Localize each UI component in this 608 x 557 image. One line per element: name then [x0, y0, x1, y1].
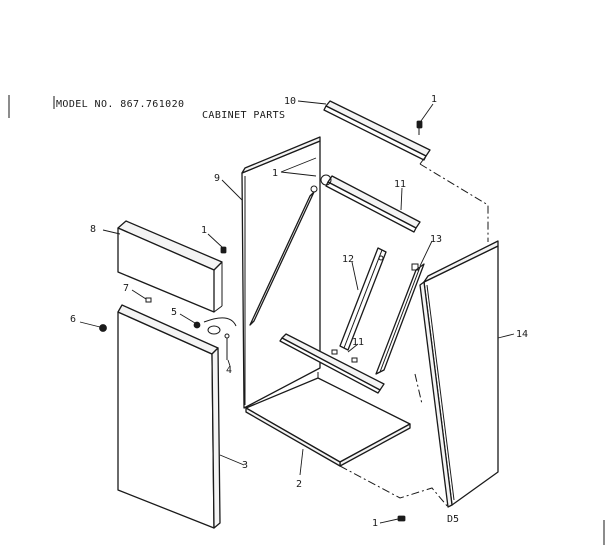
part-9-back-panel [241, 136, 321, 409]
part-2-base-panel [245, 372, 411, 467]
part-1-screw-bottom [397, 515, 406, 522]
alignment-line [339, 465, 449, 508]
diagram-title: CABINET PARTS [202, 110, 285, 121]
part-4-pin [224, 333, 230, 360]
callout-1: 1 [272, 168, 278, 179]
callout-2: 2 [296, 479, 302, 490]
callout-12: 12 [342, 254, 354, 265]
callout-1: 1 [431, 94, 437, 105]
callout-13: 13 [430, 234, 442, 245]
alignment-line [419, 163, 489, 242]
callout-8: 8 [90, 224, 96, 235]
callout-3: 3 [242, 460, 248, 471]
part-6-knob [99, 324, 107, 332]
model-number: MODEL NO. 867.761020 [56, 99, 184, 110]
part-11-upper-rail [320, 174, 421, 233]
callout-14: 14 [516, 329, 528, 340]
callout-9: 9 [214, 173, 220, 184]
callout-1: 1 [372, 518, 378, 529]
callout-5: 5 [171, 307, 177, 318]
diagram-code: D5 [447, 514, 459, 525]
part-11-cross-rail [279, 333, 385, 394]
part-8-upper-panel [117, 220, 223, 313]
callout-1: 1 [201, 225, 207, 236]
callout-11: 11 [352, 337, 364, 348]
callout-10: 10 [284, 96, 296, 107]
callout-4: 4 [226, 365, 232, 376]
part-7-clip [145, 297, 152, 303]
part-5-hinge [193, 317, 237, 335]
part-10-top-rail [323, 100, 431, 165]
part-13-support-bracket [375, 263, 425, 375]
callout-11: 11 [394, 179, 406, 190]
callout-6: 6 [70, 314, 76, 325]
alignment-line [414, 373, 423, 405]
callout-7: 7 [123, 283, 129, 294]
part-1-screw-top [416, 120, 423, 135]
leader-lines [79, 100, 515, 524]
part-12-support-bracket [339, 247, 387, 351]
part-3-door-panel [117, 304, 221, 529]
part-1-screw-left [220, 246, 227, 254]
part-14-side-panel [419, 240, 499, 508]
